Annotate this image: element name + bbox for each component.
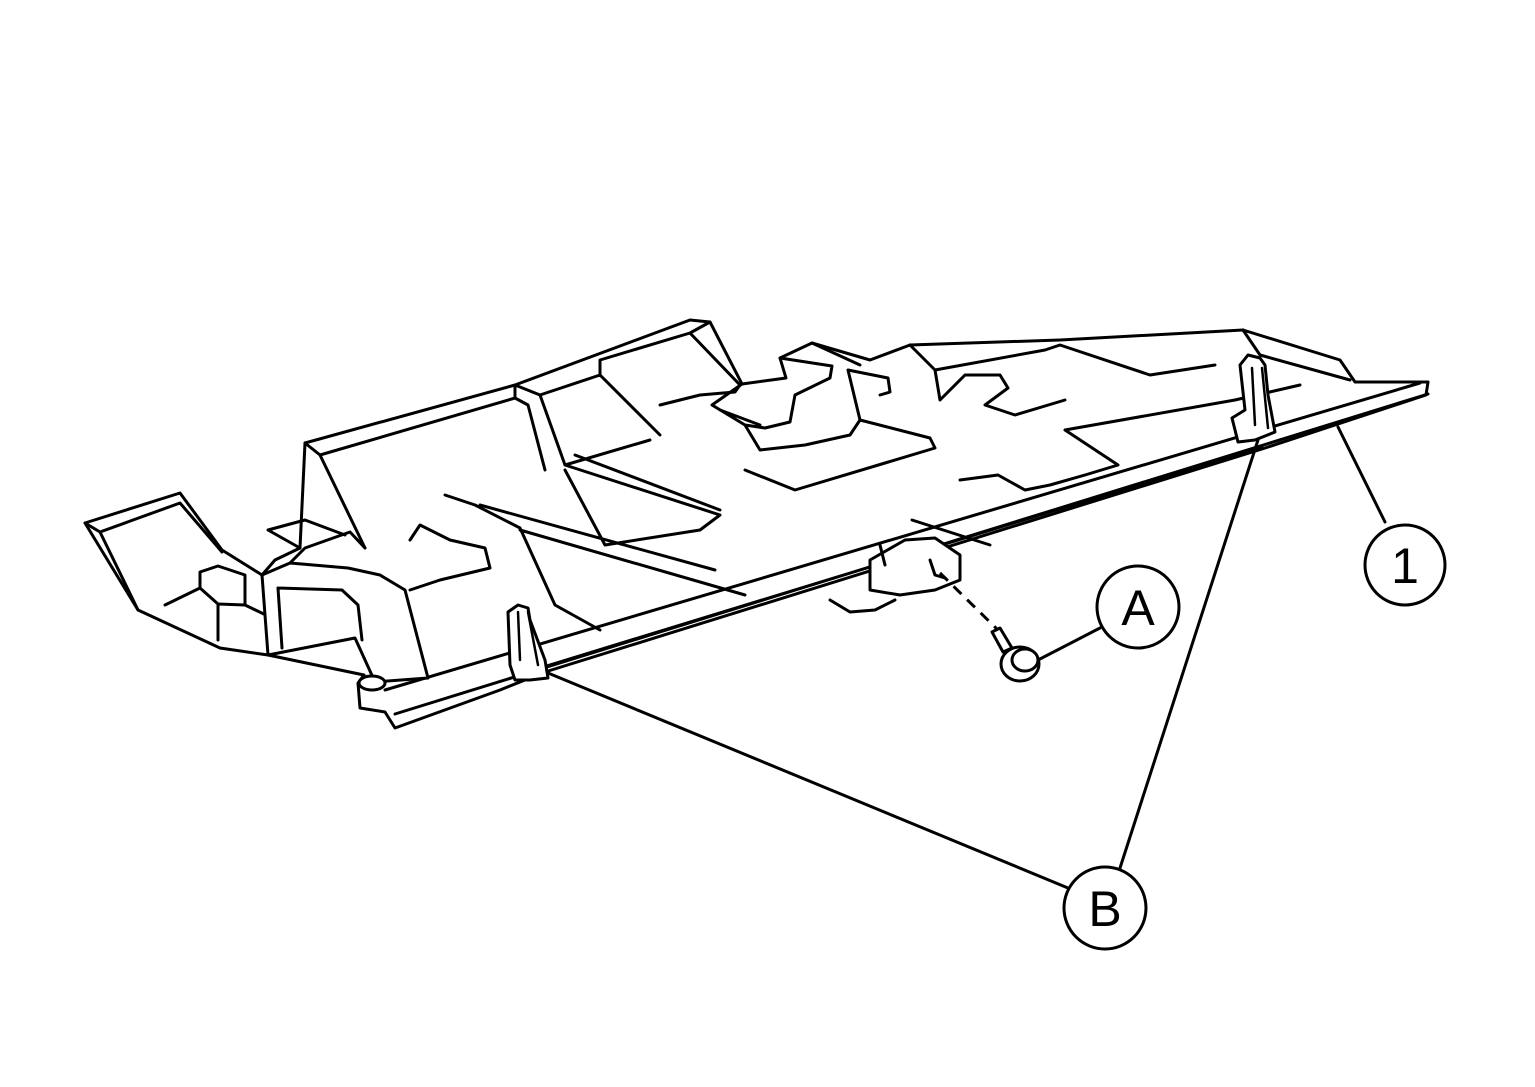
clip-a-head-cap: [1010, 647, 1040, 673]
leader-1: [1336, 425, 1387, 524]
left-pin: [357, 674, 387, 692]
right-section: [908, 328, 1352, 492]
right-clip-detail: [1250, 366, 1270, 430]
center-channel: [408, 493, 747, 632]
left-bracket: [260, 561, 430, 684]
center-block: [710, 341, 937, 492]
left-bracket-detail: [266, 518, 367, 650]
left-wing: [83, 501, 270, 642]
callout-1-label: 1: [1391, 538, 1419, 594]
callout-b-label: B: [1088, 881, 1121, 937]
underside-mount: [868, 536, 962, 597]
callout-b-circle: [1062, 865, 1148, 951]
leader-a: [1036, 626, 1102, 662]
callout-a: A: [1095, 564, 1181, 650]
left-clip-detail: [516, 610, 540, 667]
callout-1-circle: [1363, 523, 1447, 607]
clip-a: [938, 571, 1041, 683]
leader-b-left: [546, 671, 1070, 890]
callout-b: B: [1062, 865, 1148, 951]
panel-outline: [83, 318, 1430, 730]
callout-1: 1: [1363, 523, 1447, 607]
callout-a-label: A: [1121, 580, 1155, 636]
underside-mount-detail: [828, 518, 992, 614]
leader-b-right: [1118, 438, 1260, 870]
left-raised-box: [303, 373, 662, 550]
callout-a-circle: [1095, 564, 1181, 650]
under-cover-panel: [83, 318, 1430, 730]
clip-a-install-path: [938, 571, 1002, 634]
